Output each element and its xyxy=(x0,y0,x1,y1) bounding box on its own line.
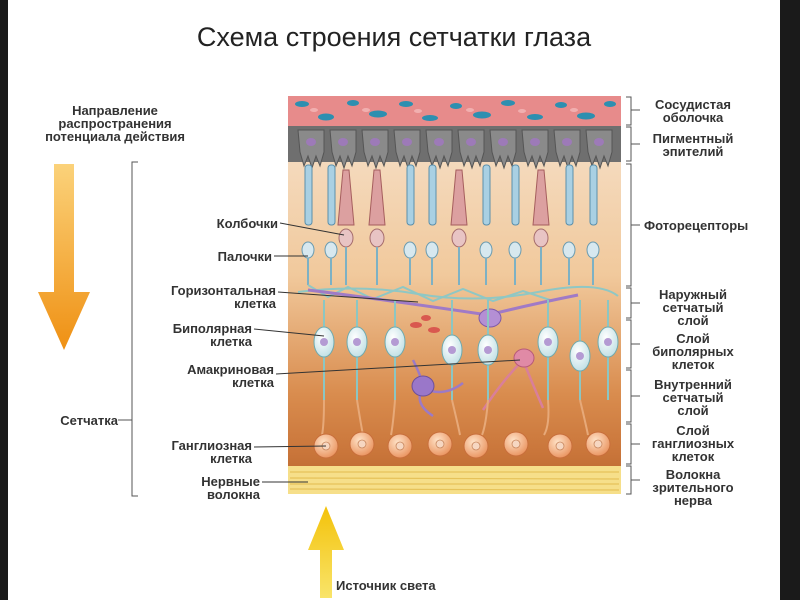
light-arrow xyxy=(308,506,344,598)
label-nerve-fibers: Нервные волокна xyxy=(201,474,260,502)
direction-label: Направление распространения потенциала д… xyxy=(45,103,185,144)
label-horizontal-cell: Горизонтальная клетка xyxy=(170,283,276,311)
label-bipolar-cell: Биполярная клетка xyxy=(172,321,252,349)
pigment-cells xyxy=(297,129,613,170)
synapse-markers xyxy=(410,315,440,333)
label-rods: Палочки xyxy=(217,249,272,264)
choroid-layer xyxy=(288,96,621,126)
label-ganglion-layer: Слой ганглиозных клеток xyxy=(651,423,735,464)
horizontal-cell xyxy=(307,288,579,328)
label-light-source: Источник света xyxy=(336,578,436,593)
photoreceptors xyxy=(301,164,600,285)
slide: Схема строения сетчатки глаза xyxy=(8,0,780,600)
retina-diagram xyxy=(38,96,640,598)
label-ganglion-cell: Ганглиозная клетка xyxy=(171,438,252,466)
nerve-fiber-lines xyxy=(289,471,620,491)
slide-title: Схема строения сетчатки глаза xyxy=(196,22,592,52)
label-cones: Колбочки xyxy=(216,216,278,231)
label-retina: Сетчатка xyxy=(60,413,118,428)
left-leader-lines xyxy=(253,222,521,483)
label-pigment-epithelium: Пигментный эпителий xyxy=(652,131,734,159)
bipolar-cells xyxy=(313,300,619,400)
label-bipolar-layer: Слой биполярных клеток xyxy=(652,331,734,372)
label-optic-fibers: Волокна зрительного нерва xyxy=(652,467,734,508)
amacrine-cells xyxy=(411,348,545,418)
ganglion-cells xyxy=(313,399,611,459)
label-choroid: Сосудистая оболочка xyxy=(655,97,731,125)
label-photoreceptors: Фоторецепторы xyxy=(644,218,749,233)
blood-vessels xyxy=(295,100,616,121)
direction-arrow xyxy=(38,164,90,350)
right-brackets xyxy=(626,96,640,495)
label-inner-plexiform: Внутренний сетчатый слой xyxy=(654,377,732,418)
label-outer-plexiform: Наружный сетчатый слой xyxy=(659,287,727,328)
retina-bracket xyxy=(131,161,138,497)
outer-plexiform xyxy=(297,284,619,303)
label-amacrine-cell: Амакриновая клетка xyxy=(187,362,274,390)
